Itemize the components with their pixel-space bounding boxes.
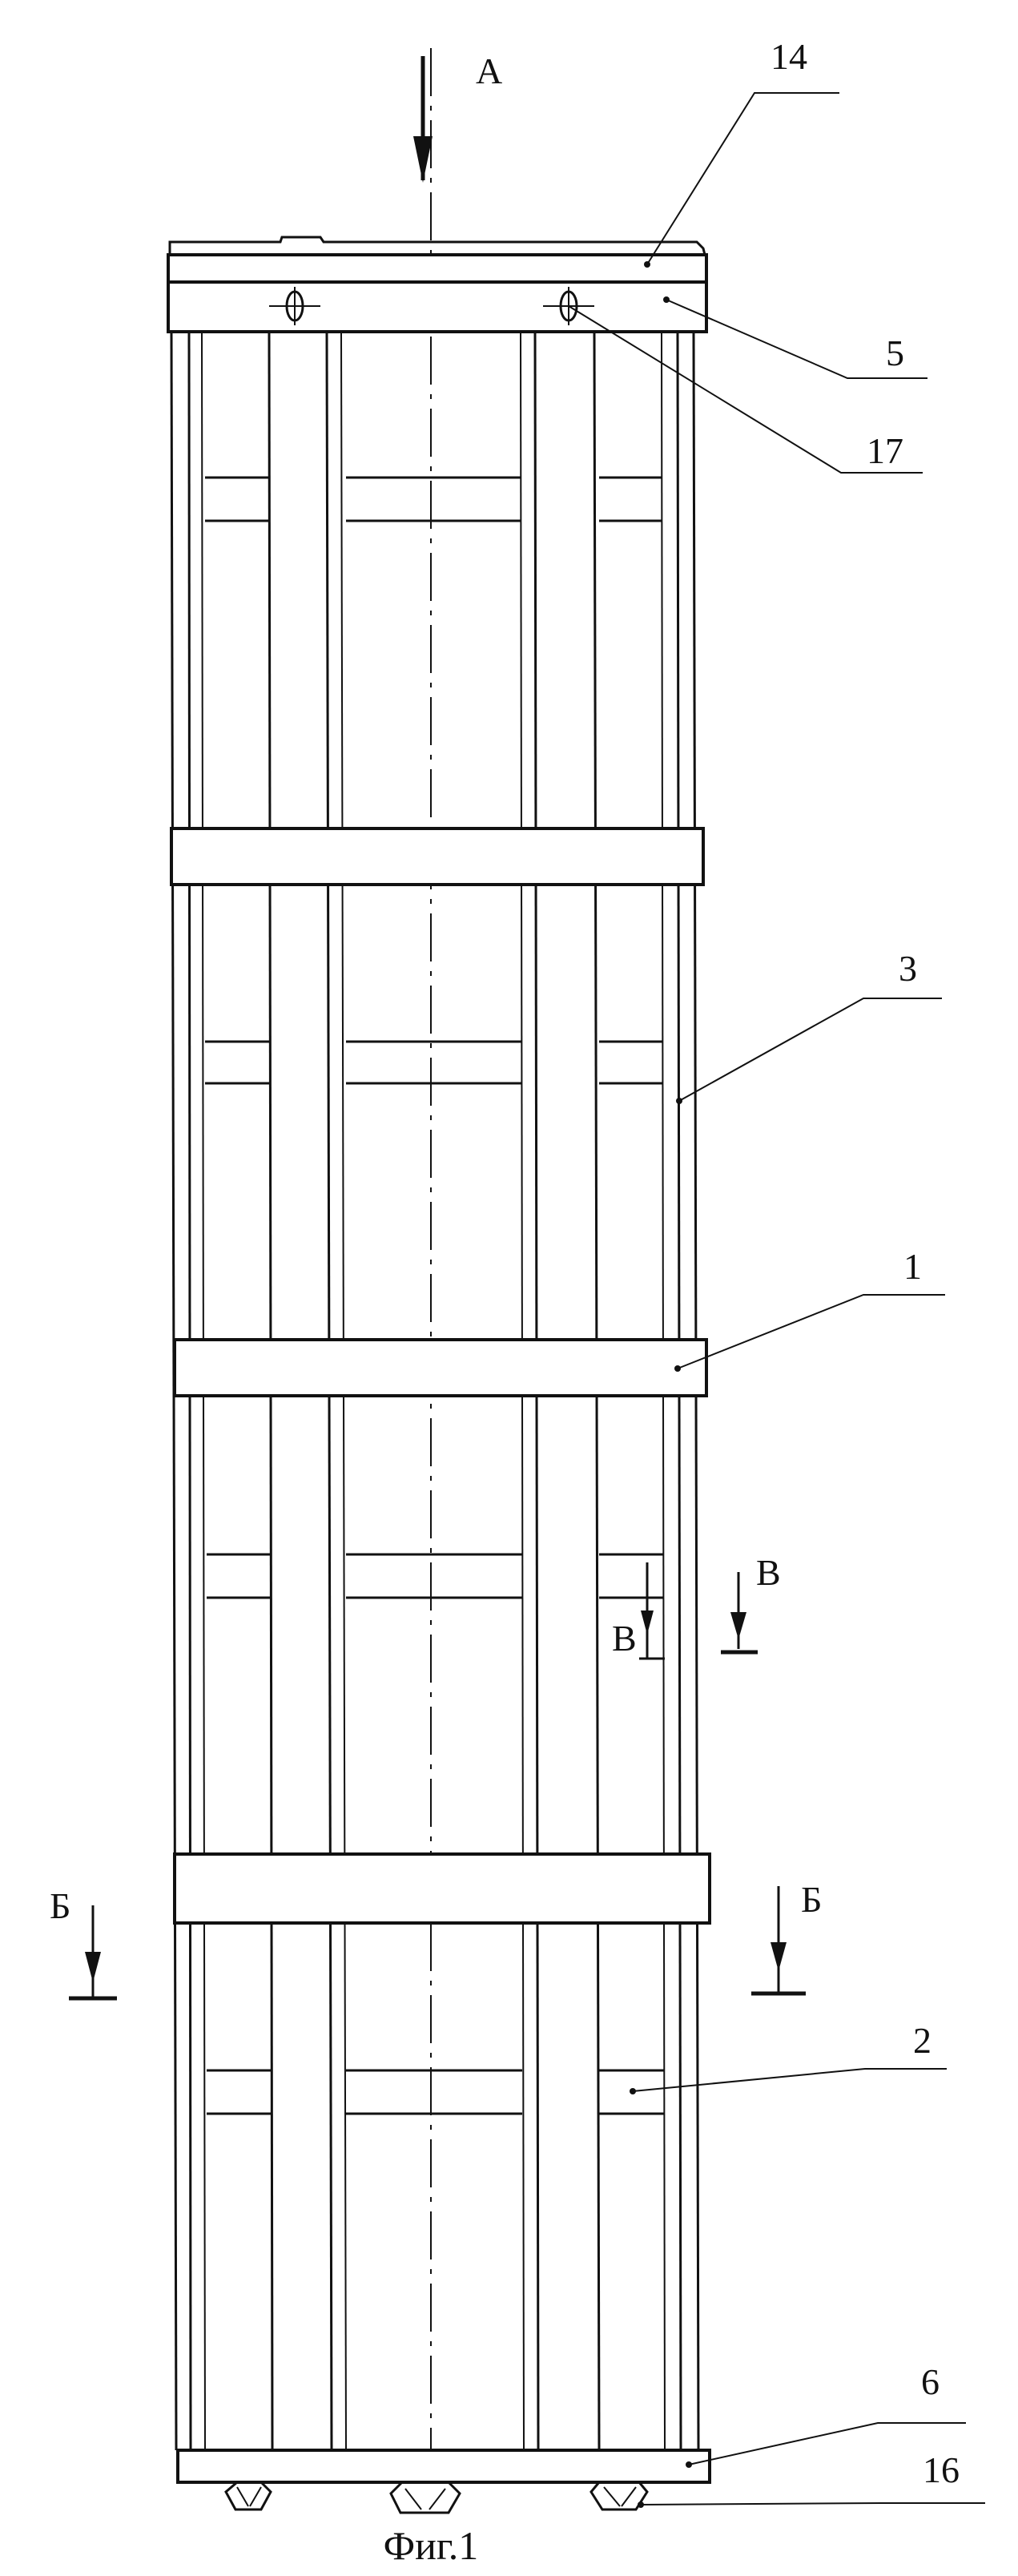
label-pos-14: 14 <box>771 36 807 77</box>
top-plate-5 <box>168 282 706 332</box>
label-pos-5: 5 <box>886 333 904 373</box>
top-cap-14 <box>168 237 706 282</box>
label-pos-2: 2 <box>913 2020 931 2061</box>
label-pos-16: 16 <box>923 2449 960 2490</box>
label-pos-1: 1 <box>903 1246 922 1287</box>
label-section-b-left: Б <box>50 1885 70 1926</box>
section-mark-v-small <box>639 1562 665 1659</box>
section-mark-b-left <box>69 1905 117 1998</box>
bottom-plate-6 <box>178 2450 710 2482</box>
section-mark-v-right <box>721 1572 758 1652</box>
label-section-v-right: В <box>756 1552 781 1593</box>
section-mark-b-right <box>751 1886 806 1993</box>
label-pos-17: 17 <box>867 430 903 471</box>
band-middle <box>175 1340 706 1396</box>
label-view-a: А <box>476 50 502 91</box>
figure-caption: Фиг.1 <box>384 2523 479 2568</box>
band-upper <box>171 828 703 885</box>
label-section-v-small: В <box>612 1618 637 1659</box>
support-foot-16 <box>226 2482 647 2513</box>
leader-lines <box>569 93 985 2508</box>
band-lower <box>175 1854 710 1923</box>
label-section-b-right: Б <box>801 1879 822 1920</box>
view-a-arrow <box>413 56 433 183</box>
label-pos-6: 6 <box>921 2361 940 2402</box>
label-pos-3: 3 <box>899 948 917 989</box>
